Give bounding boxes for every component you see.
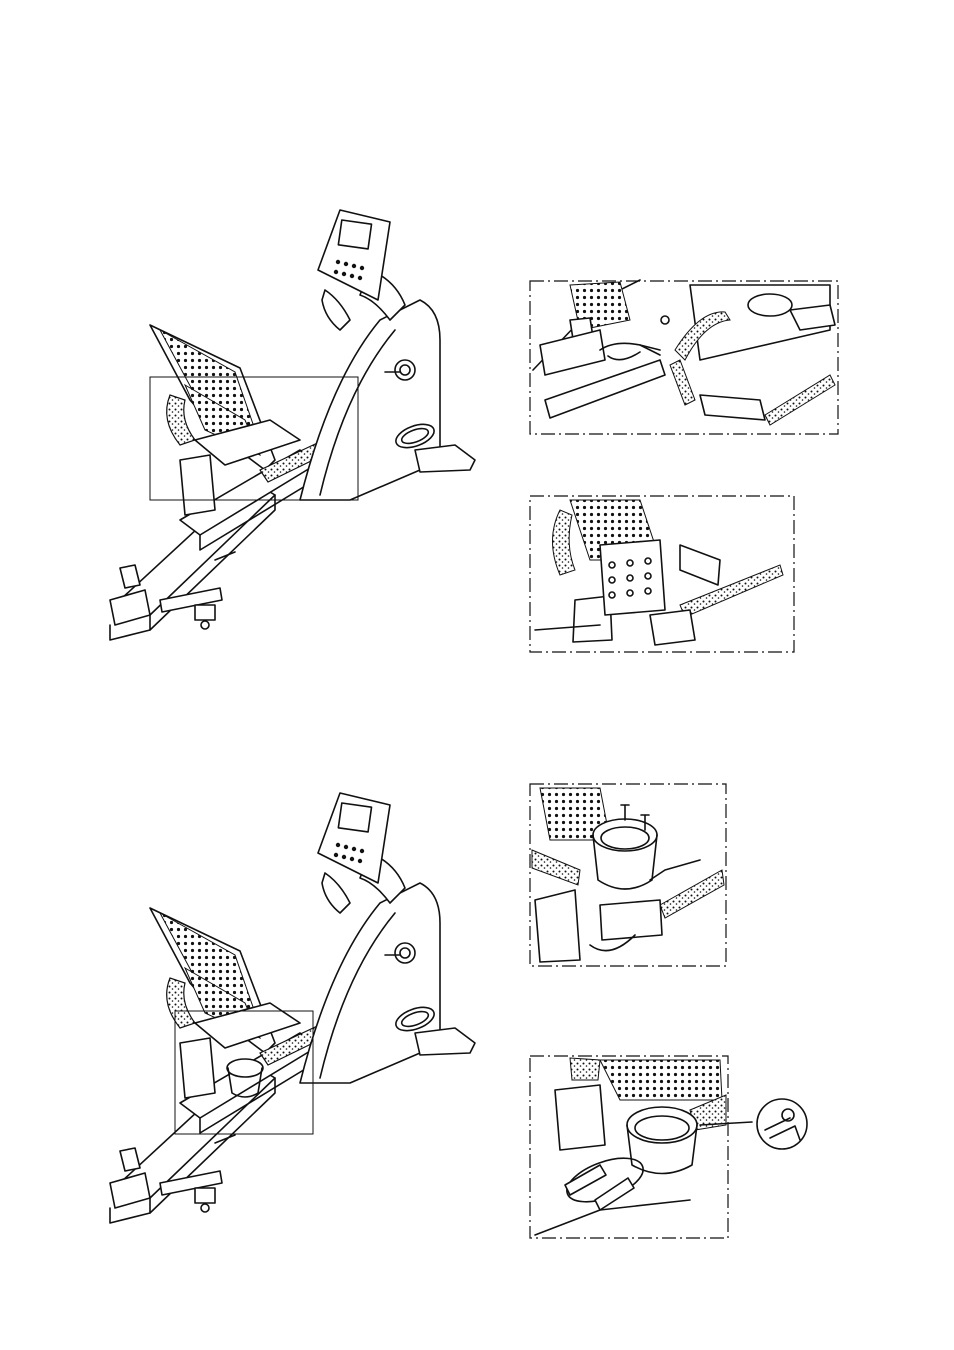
figure-detail-cup-holder-screws [530, 784, 726, 966]
handlebar-cable-detail [533, 280, 835, 425]
figure-detail-cup-holder-tightening [530, 1056, 807, 1238]
figure-bike-overview-cup-holder [110, 793, 475, 1223]
figure-bike-overview-handlebars [110, 210, 475, 640]
recumbent-bike-illustration [110, 210, 475, 640]
cup-holder-screw-detail [532, 788, 724, 962]
cup-holder-tighten-detail [535, 1058, 752, 1235]
figure-detail-handlebar-cable-connection [530, 280, 838, 434]
recumbent-bike-illustration [110, 793, 475, 1223]
screwdriver-bit-inset [757, 1099, 807, 1149]
handlebar-bolt-detail [535, 500, 783, 645]
figure-detail-handlebar-bolts [530, 496, 794, 652]
cup-holder-illustration [227, 1059, 263, 1077]
